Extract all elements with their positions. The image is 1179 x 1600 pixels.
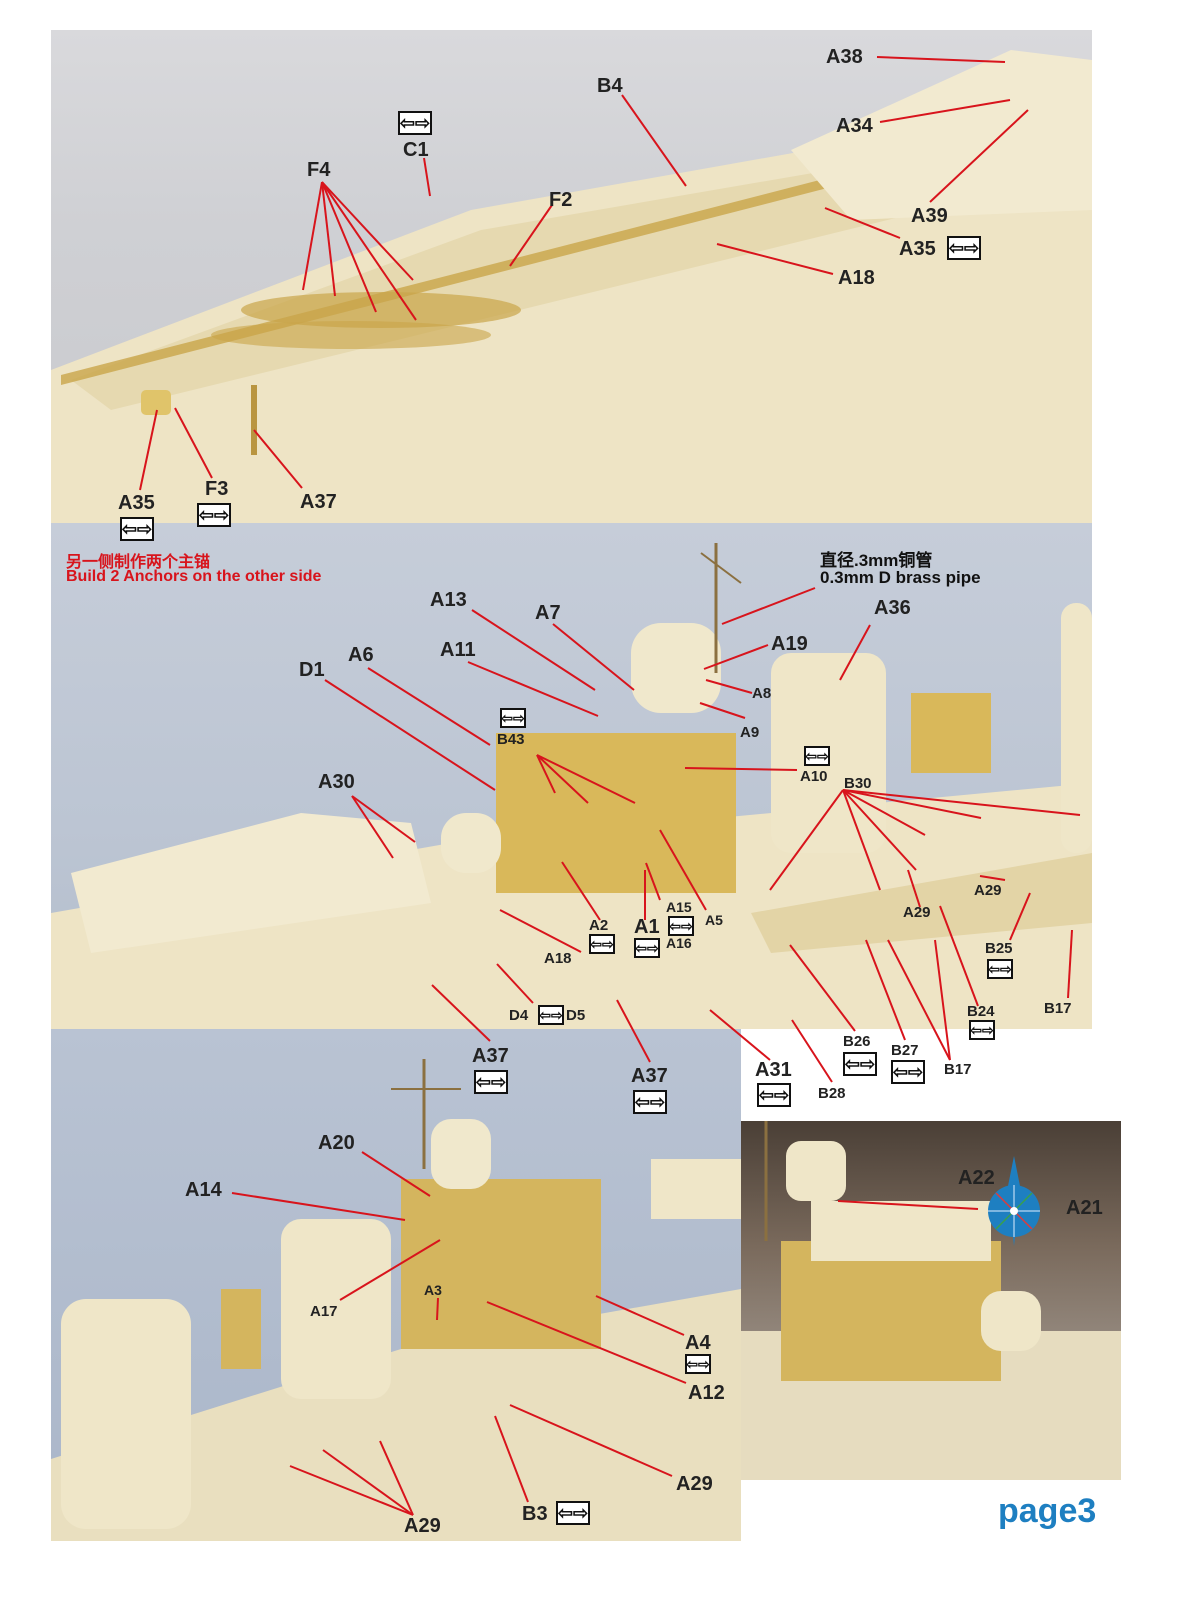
part-label-A15: A15 xyxy=(666,899,692,915)
pipe-note-english: 0.3mm D brass pipe xyxy=(820,568,981,587)
part-label-A29: A29 xyxy=(974,882,1002,899)
part-label-A14: A14 xyxy=(185,1179,222,1201)
part-label-A7: A7 xyxy=(535,602,561,624)
part-label-A39: A39 xyxy=(911,205,948,227)
part-label-A3: A3 xyxy=(424,1282,442,1298)
both-sides-arrow-icon: ⇦⇨ xyxy=(589,934,615,954)
part-label-B3: B3 xyxy=(522,1503,548,1525)
part-label-A37: A37 xyxy=(300,491,337,513)
part-label-A12: A12 xyxy=(688,1382,725,1404)
both-sides-arrow-icon: ⇦⇨ xyxy=(843,1052,877,1076)
part-label-A29: A29 xyxy=(676,1473,713,1495)
part-label-A35: A35 xyxy=(118,492,155,514)
part-label-B17: B17 xyxy=(944,1061,972,1078)
both-sides-arrow-icon: ⇦⇨ xyxy=(634,938,660,958)
part-label-D1: D1 xyxy=(299,659,325,681)
both-sides-arrow-icon: ⇦⇨ xyxy=(804,746,830,766)
part-label-A5: A5 xyxy=(705,912,723,928)
part-label-B26: B26 xyxy=(843,1033,871,1050)
both-sides-arrow-icon: ⇦⇨ xyxy=(668,916,694,936)
bow-photo-panel xyxy=(51,30,1092,523)
part-label-A31: A31 xyxy=(755,1059,792,1081)
part-label-A6: A6 xyxy=(348,644,374,666)
note-english: Build 2 Anchors on the other side xyxy=(66,568,322,585)
part-label-B30: B30 xyxy=(844,775,872,792)
part-label-B4: B4 xyxy=(597,75,623,97)
both-sides-arrow-icon: ⇦⇨ xyxy=(474,1070,508,1094)
part-label-F2: F2 xyxy=(549,189,573,211)
part-label-A9: A9 xyxy=(740,724,760,741)
compass-part-icon xyxy=(988,1156,1040,1246)
page-number: page3 xyxy=(998,1492,1097,1530)
bow-ship-illustration xyxy=(51,50,1092,523)
mast-ship-illustration xyxy=(741,1121,1121,1480)
part-label-A37: A37 xyxy=(472,1045,509,1067)
part-label-A8: A8 xyxy=(752,685,772,702)
part-label-B27: B27 xyxy=(891,1042,919,1059)
part-label-A34: A34 xyxy=(836,115,873,137)
part-label-C1: C1 xyxy=(403,139,429,161)
part-label-A20: A20 xyxy=(318,1132,355,1154)
note-chinese: 另一侧制作两个主锚 xyxy=(66,554,211,571)
mast-photo-panel xyxy=(741,1121,1121,1480)
both-sides-arrow-icon: ⇦⇨ xyxy=(500,708,526,728)
part-label-A4: A4 xyxy=(685,1332,711,1354)
part-label-A18: A18 xyxy=(838,267,875,289)
part-label-F4: F4 xyxy=(307,159,331,181)
both-sides-arrow-icon: ⇦⇨ xyxy=(633,1090,667,1114)
part-label-F3: F3 xyxy=(205,478,229,500)
both-sides-arrow-icon: ⇦⇨ xyxy=(556,1501,590,1525)
part-label-A19: A19 xyxy=(771,633,808,655)
both-sides-arrow-icon: ⇦⇨ xyxy=(538,1005,564,1025)
both-sides-arrow-icon: ⇦⇨ xyxy=(987,959,1013,979)
part-label-A22: A22 xyxy=(958,1167,995,1189)
part-label-A37: A37 xyxy=(631,1065,668,1087)
part-label-B17: B17 xyxy=(1044,1000,1072,1017)
part-label-A21: A21 xyxy=(1066,1197,1103,1219)
part-label-A16: A16 xyxy=(666,935,692,951)
pipe-note-chinese: 直径.3mm铜管 xyxy=(820,551,933,570)
part-label-A11: A11 xyxy=(440,639,476,661)
part-label-A38: A38 xyxy=(826,46,863,68)
part-label-B24: B24 xyxy=(967,1003,995,1020)
part-label-B25: B25 xyxy=(985,940,1013,957)
both-sides-arrow-icon: ⇦⇨ xyxy=(947,236,981,260)
both-sides-arrow-icon: ⇦⇨ xyxy=(891,1060,925,1084)
both-sides-arrow-icon: ⇦⇨ xyxy=(398,111,432,135)
part-label-A10: A10 xyxy=(800,768,828,785)
part-label-A18: A18 xyxy=(544,950,572,967)
part-label-B43: B43 xyxy=(497,731,525,748)
part-label-D4: D4 xyxy=(509,1007,529,1024)
both-sides-arrow-icon: ⇦⇨ xyxy=(197,503,231,527)
part-label-A36: A36 xyxy=(874,597,911,619)
both-sides-arrow-icon: ⇦⇨ xyxy=(969,1020,995,1040)
both-sides-arrow-icon: ⇦⇨ xyxy=(120,517,154,541)
part-label-A1: A1 xyxy=(634,916,660,938)
both-sides-arrow-icon: ⇦⇨ xyxy=(685,1354,711,1374)
part-label-A30: A30 xyxy=(318,771,355,793)
part-label-A29: A29 xyxy=(903,904,931,921)
part-label-A2: A2 xyxy=(589,917,609,934)
part-label-D5: D5 xyxy=(566,1007,586,1024)
part-label-A13: A13 xyxy=(430,589,467,611)
part-label-A29: A29 xyxy=(404,1515,441,1537)
part-label-B28: B28 xyxy=(818,1085,846,1102)
both-sides-arrow-icon: ⇦⇨ xyxy=(757,1083,791,1107)
part-label-A35: A35 xyxy=(899,238,936,260)
part-label-A17: A17 xyxy=(310,1303,338,1320)
